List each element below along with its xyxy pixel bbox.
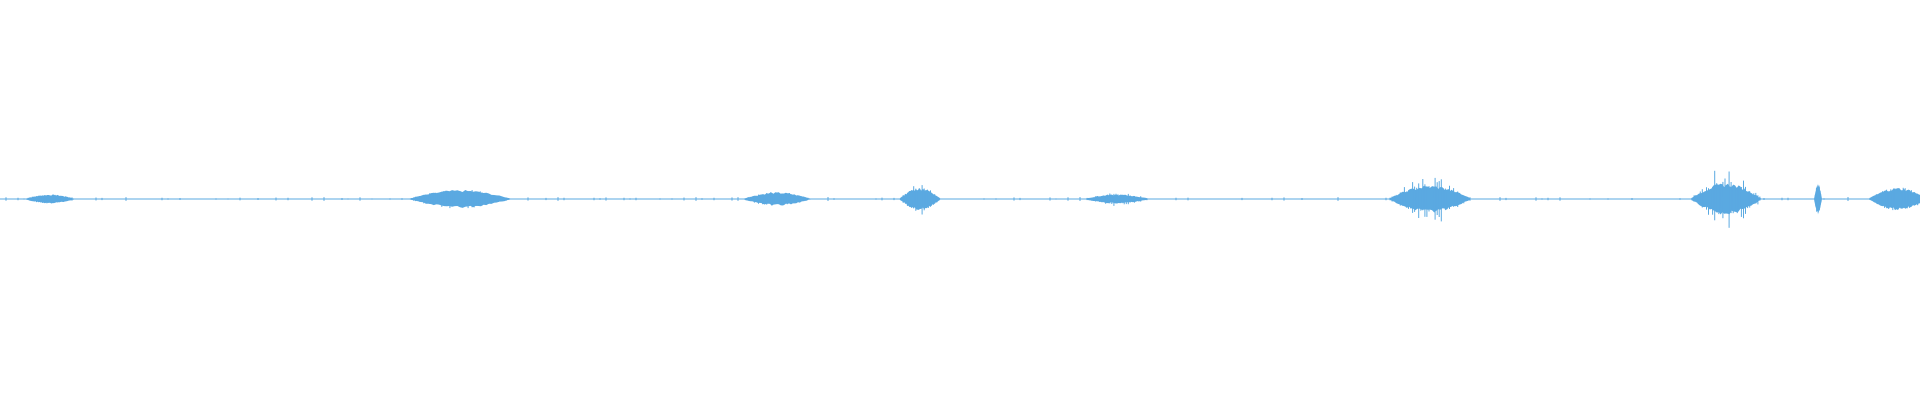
waveform-burst <box>1083 193 1151 206</box>
waveform-burst <box>1690 170 1762 228</box>
waveform-burst <box>1814 183 1822 215</box>
waveform-burst <box>24 194 76 204</box>
waveform-envelope <box>1814 183 1822 215</box>
waveform-bursts <box>5 170 1920 228</box>
waveform-burst <box>899 185 941 215</box>
waveform-burst <box>1388 177 1472 222</box>
waveform-burst <box>1868 187 1920 211</box>
waveform-burst <box>742 192 812 206</box>
waveform-burst <box>407 190 513 209</box>
